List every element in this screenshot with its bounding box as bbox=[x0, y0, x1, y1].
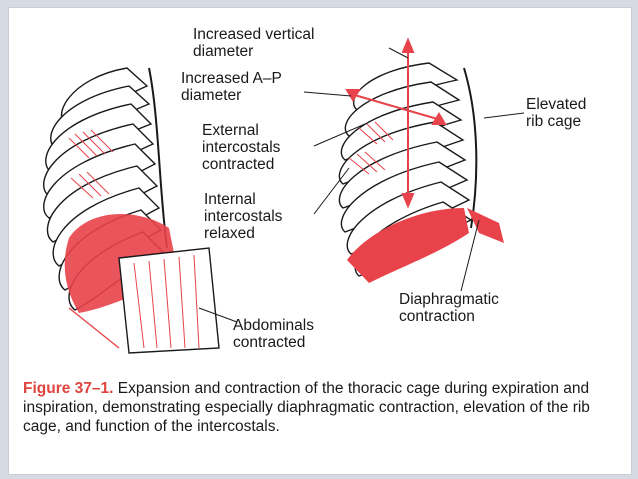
abdominals-block bbox=[118, 247, 220, 354]
caption-text: Expansion and contraction of the thoraci… bbox=[23, 380, 590, 435]
leader-lines bbox=[198, 47, 525, 323]
right-spine bbox=[463, 67, 478, 229]
ap-arrow bbox=[345, 89, 447, 125]
vertical-arrow bbox=[401, 37, 415, 209]
left-intercostal-hatch bbox=[68, 129, 114, 199]
figure-caption: Figure 37–1. Expansion and contraction o… bbox=[23, 379, 623, 436]
left-thorax bbox=[43, 67, 220, 354]
right-thorax bbox=[338, 37, 504, 283]
figure-number: Figure 37–1. bbox=[23, 380, 114, 397]
thorax-illustration bbox=[43, 37, 525, 354]
right-diaphragm-red bbox=[347, 208, 469, 283]
right-diaphragm-tab bbox=[467, 208, 504, 243]
